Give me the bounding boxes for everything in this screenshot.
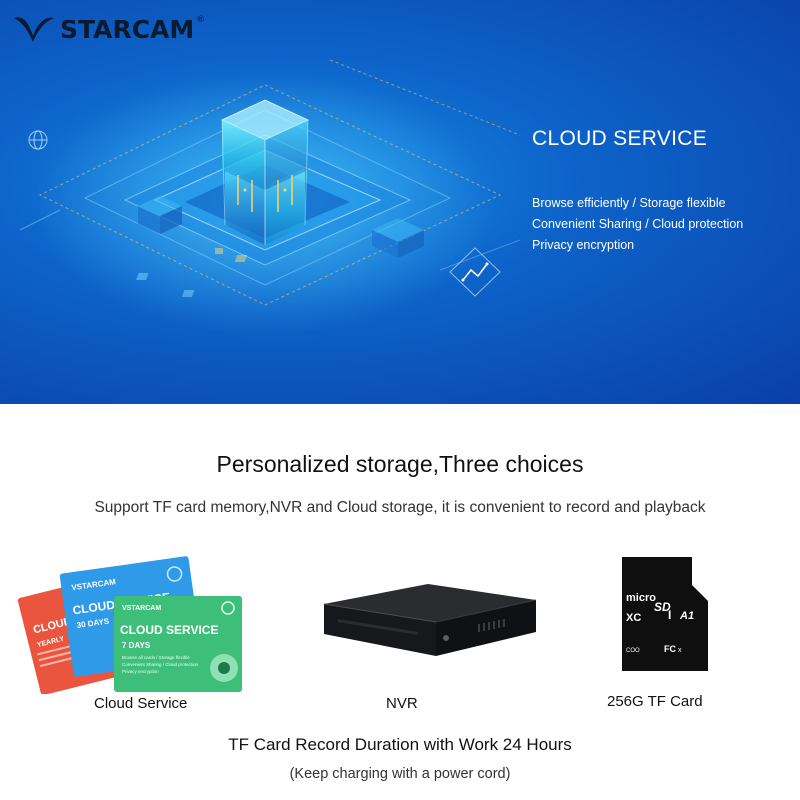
feature-line: Privacy encryption bbox=[532, 238, 635, 252]
feature-line: Browse efficiently / Storage flexible bbox=[532, 196, 726, 210]
option-label-tf: 256G TF Card bbox=[607, 693, 703, 710]
data-cube-icon bbox=[220, 99, 310, 245]
card-line: Privacy encryption bbox=[122, 669, 159, 674]
tf-coo: COO bbox=[626, 648, 640, 654]
tf-card-image: micro SD XC I A1 COO FC x bbox=[618, 555, 710, 673]
vstarcam-v-logo-icon bbox=[14, 17, 54, 42]
feature-line: Convenient Sharing / Cloud protection bbox=[532, 217, 744, 231]
isometric-cloud-illustration bbox=[19, 59, 521, 335]
card-line: Convenient Sharing / Cloud protection bbox=[122, 662, 199, 667]
card-title: CLOUD SERVICE bbox=[120, 623, 218, 637]
option-label-cloud: Cloud Service bbox=[94, 695, 188, 712]
record-duration-text: TF Card Record Duration with Work 24 Hou… bbox=[228, 735, 572, 754]
tf-fcc: FC bbox=[664, 644, 676, 654]
storage-subheading: Support TF card memory,NVR and Cloud sto… bbox=[94, 499, 706, 516]
tf-xc: XC bbox=[626, 612, 641, 624]
cloud-icon bbox=[221, 601, 235, 615]
tf-x: x bbox=[678, 647, 682, 654]
brand-name: STARCAM® bbox=[60, 14, 206, 44]
charging-note: (Keep charging with a power cord) bbox=[289, 766, 511, 782]
option-label-nvr: NVR bbox=[386, 695, 418, 712]
tf-brand-sd: SD bbox=[654, 600, 671, 614]
brand-logo: STARCAM® bbox=[12, 14, 205, 44]
cloud-feature-list: Browse efficiently / Storage flexible Co… bbox=[532, 193, 743, 256]
card-brand: VSTARCAM bbox=[122, 605, 161, 612]
nvr-device-image bbox=[318, 582, 540, 666]
globe-icon bbox=[28, 130, 48, 150]
cloud-service-title: CLOUD SERVICE bbox=[532, 127, 708, 150]
tf-brand-micro: micro bbox=[626, 592, 656, 604]
tf-class: I bbox=[668, 608, 671, 622]
tf-a1: A1 bbox=[679, 610, 694, 622]
cloud-service-banner: STARCAM® CLOUD SERVICE Browse efficientl… bbox=[0, 0, 800, 404]
camera-icon bbox=[218, 662, 230, 674]
card-line: Browse all cards / Storage flexible bbox=[122, 655, 190, 660]
cloud-icon bbox=[166, 566, 183, 582]
storage-heading: Personalized storage,Three choices bbox=[216, 451, 584, 477]
cloud-service-cards-image: CLOUD SERVICE YEARLY VSTARCAM CLOUD SERV… bbox=[14, 556, 244, 696]
line-chart-icon bbox=[449, 247, 501, 297]
card-period: 7 DAYS bbox=[122, 641, 151, 650]
